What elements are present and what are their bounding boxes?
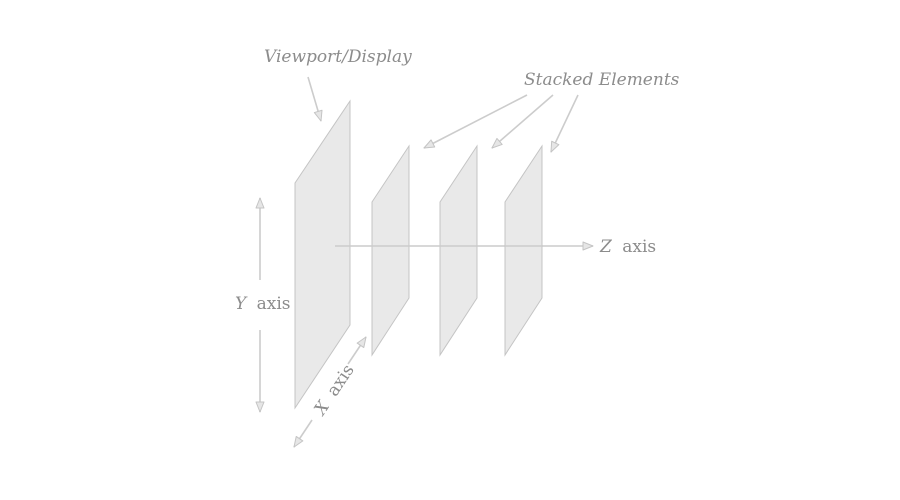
viewport-label: Viewport/Display	[264, 47, 412, 67]
y-axis-word: axis	[257, 294, 291, 314]
stacked-pointer-arrow-3	[550, 94, 579, 153]
x-axis-arrow-down	[293, 419, 313, 448]
x-axis-word: axis	[323, 361, 359, 400]
z-axis-label: Z axis	[599, 237, 656, 257]
x-axis-arrow-up	[347, 336, 367, 365]
stacked-element-3	[504, 144, 543, 357]
x-axis-var: X	[309, 397, 334, 421]
z-axis-word: axis	[622, 237, 656, 257]
stacked-pointer-arrow-1	[423, 94, 528, 149]
y-axis-var: Y	[235, 294, 248, 314]
viewport-pointer-arrow	[307, 76, 323, 122]
stacked-elements-label: Stacked Elements	[524, 70, 680, 90]
viewport-plane	[294, 99, 351, 410]
stacked-element-1	[371, 144, 410, 357]
stacked-pointer-arrow-2	[491, 94, 554, 149]
z-axis-var: Z	[599, 237, 613, 257]
y-axis-label: Y axis	[235, 294, 291, 314]
stacked-element-2	[439, 144, 478, 357]
